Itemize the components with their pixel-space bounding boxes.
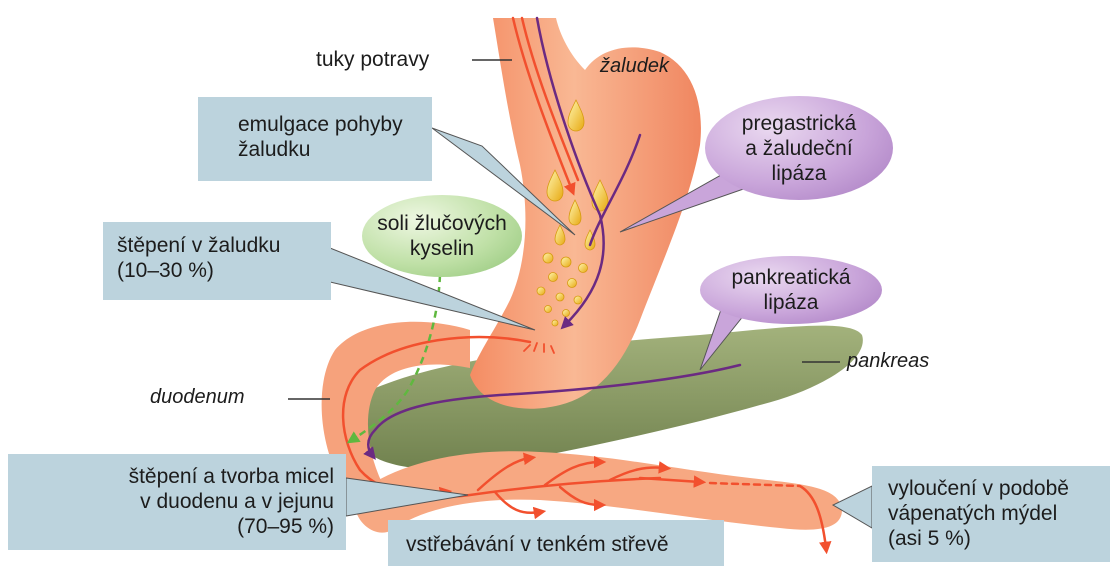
bubble-gastric-lipase: pregastrická a žaludeční lipáza xyxy=(705,96,893,200)
bubble-pancreatic-lipase: pankreatická lipáza xyxy=(700,256,882,324)
text-pancreatic-lipase: pankreatická lipáza xyxy=(731,265,850,315)
box-micelle-formation: štěpení a tvorba micel v duodenu a v jej… xyxy=(8,454,346,550)
text-bile-salts: soli žlučových kyselin xyxy=(377,211,507,261)
label-dietary-fats: tuky potravy xyxy=(316,47,429,72)
label-pancreas: pankreas xyxy=(847,349,929,374)
bubble-bile-salts: soli žlučových kyselin xyxy=(362,195,522,277)
box-stomach-emulsification: emulgace pohyby žaludku xyxy=(198,97,432,181)
label-duodenum: duodenum xyxy=(150,385,245,410)
label-stomach: žaludek xyxy=(600,54,669,79)
box-small-intestine-absorption: vstřebávání v tenkém střevě xyxy=(388,520,724,566)
box-stomach-cleavage: štěpení v žaludku (10–30 %) xyxy=(103,222,331,300)
text-gastric-lipase: pregastrická a žaludeční lipáza xyxy=(742,111,856,186)
box-excretion-soaps: vyloučení v podobě vápenatých mýdel (asi… xyxy=(872,466,1110,562)
